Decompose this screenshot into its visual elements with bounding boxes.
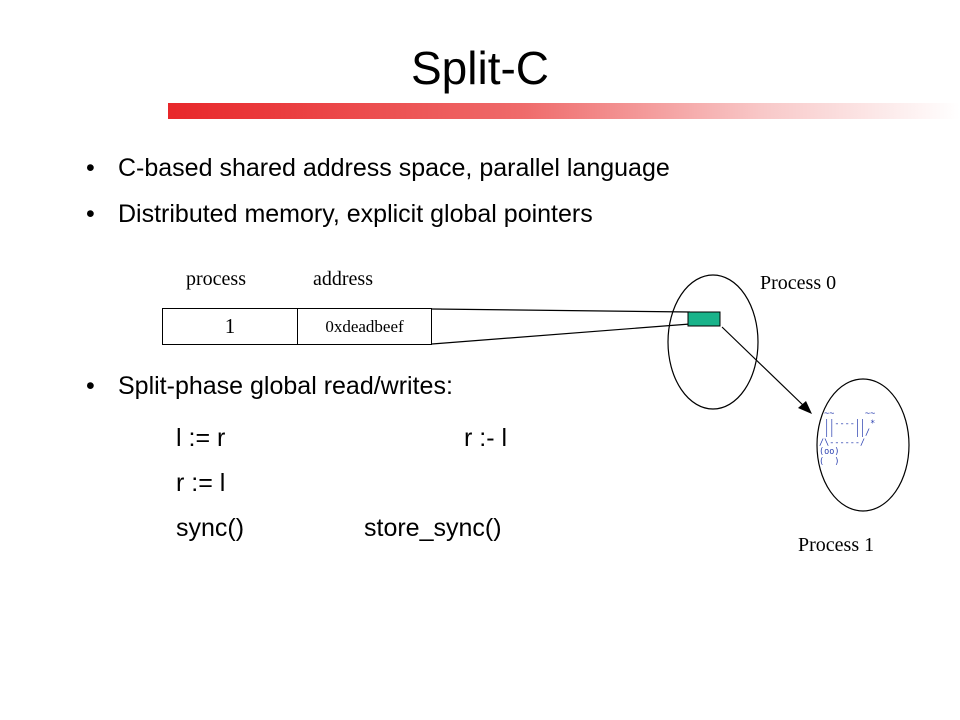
code-read-remote: l := r: [176, 424, 226, 452]
process-field: 1: [162, 308, 298, 345]
bullet-text: Split-phase global read/writes:: [118, 372, 453, 400]
process-0-memory-region: [667, 274, 759, 410]
address-field: 0xdeadbeef: [297, 308, 432, 345]
bullet-dot: •: [86, 154, 95, 182]
pointer-arrow-line: [721, 326, 807, 409]
address-column-header: address: [313, 268, 373, 290]
ascii-cow-art: ~~ ~~ ||----|| * || ||/ /\------/ (oo) (…: [819, 409, 876, 467]
process-column-header: process: [186, 268, 246, 290]
memory-cell: [687, 311, 721, 327]
code-write-remote: r :- l: [464, 424, 508, 452]
arrowhead: [798, 401, 812, 414]
pointer-line-top: [431, 308, 691, 313]
title-accent-bar: [168, 103, 960, 119]
bullet-text: C-based shared address space, parallel l…: [118, 154, 670, 182]
bullet-dot: •: [86, 372, 95, 400]
slide-title: Split-C: [410, 42, 550, 94]
bullet-dot: •: [86, 200, 95, 228]
code-sync: sync(): [176, 514, 245, 542]
process-1-memory-region: [816, 378, 910, 512]
code-write-local: r := l: [176, 469, 226, 497]
pointer-line-bottom: [431, 323, 691, 345]
process-0-label: Process 0: [760, 272, 837, 294]
bullet-text: Distributed memory, explicit global poin…: [118, 200, 593, 228]
code-store-sync: store_sync(): [364, 514, 502, 542]
process-1-label: Process 1: [798, 534, 875, 556]
